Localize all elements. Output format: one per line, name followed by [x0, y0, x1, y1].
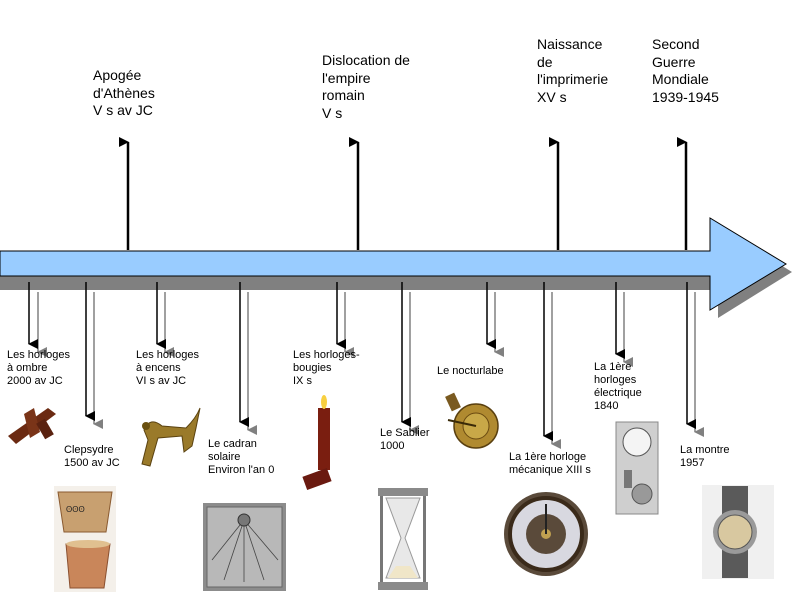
- incense-clock-picture: [141, 407, 201, 467]
- label-horloges-bougies: Les horloges- bougies IX s: [293, 349, 360, 387]
- label-cadran-solaire: Le cadran solaire Environ l'an 0: [208, 438, 275, 476]
- label-horloge-mecanique: La 1ère horloge mécanique XIII s: [509, 451, 591, 476]
- sundial-picture: [203, 503, 286, 591]
- label-montre: La montre 1957: [680, 444, 730, 469]
- label-naissance-imprimerie: Naissance de l'imprimerie XV s: [537, 36, 609, 105]
- label-dislocation-empire: Dislocation de l'empire romain V s: [322, 52, 410, 121]
- label-apogee-athenes: Apogée d'Athènes V s av JC: [93, 67, 155, 118]
- bottom-arrows: [28, 282, 696, 441]
- label-horloges-ombre: Les horloges à ombre 2000 av JC: [7, 349, 70, 387]
- candle-clock-picture: [302, 395, 332, 491]
- label-horloges-encens: Les horloges à encens VI s av JC: [136, 349, 199, 387]
- top-arrows: [119, 137, 688, 250]
- label-horloge-electrique: La 1ère horloges électrique 1840: [594, 361, 642, 412]
- label-nocturlabe: Le nocturlabe: [437, 365, 504, 377]
- label-seconde-guerre: Second Guerre Mondiale 1939-1945: [652, 36, 719, 105]
- watch-picture: [702, 485, 774, 579]
- nocturlabe-picture: [445, 392, 499, 449]
- hourglass-picture: [378, 488, 428, 590]
- mechanical-clock-picture: [504, 492, 588, 576]
- label-clepsydre: Clepsydre 1500 av JC: [64, 444, 120, 469]
- shadow-clock-picture: [8, 408, 56, 444]
- label-sablier: Le Sablier 1000: [380, 427, 430, 452]
- clepsydra-picture: ʘʘʘ: [54, 486, 116, 592]
- electric-clock-picture: [615, 421, 659, 515]
- timeline-band: [0, 217, 787, 311]
- svg-text:ʘʘʘ: ʘʘʘ: [66, 505, 85, 514]
